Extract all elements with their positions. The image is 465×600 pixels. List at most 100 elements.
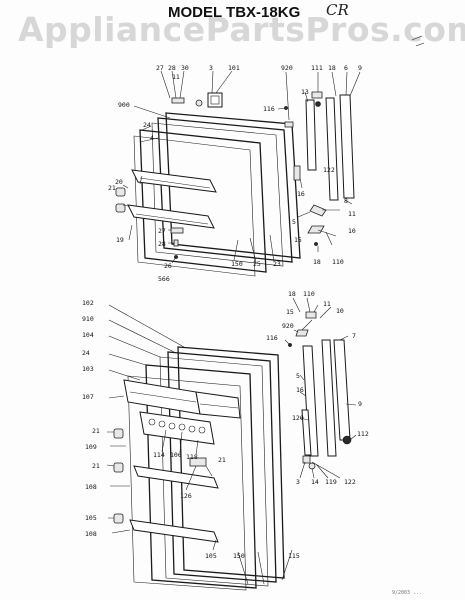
freezer-shelf-upper-detail xyxy=(139,175,211,189)
label-b3: 3 xyxy=(296,478,300,486)
ff-gasket-strip xyxy=(333,339,351,441)
label-9: 9 xyxy=(358,64,362,72)
bottom-leader-lines xyxy=(106,297,357,585)
footer-code: 9/2003 ... xyxy=(392,590,422,596)
label-b150: 150 xyxy=(233,552,245,560)
mullion-strip xyxy=(325,97,339,201)
watermark: AppliancePartsPros.com xyxy=(18,10,465,49)
label-26: 26 xyxy=(164,262,172,270)
label-b107: 107 xyxy=(82,393,94,401)
label-b21b: 21 xyxy=(218,456,226,464)
label-b106: 106 xyxy=(170,451,182,459)
model-title: MODEL TBX-18KG xyxy=(168,4,301,21)
ff-outer-door xyxy=(177,346,285,579)
label-25: 25 xyxy=(253,260,261,268)
label-b114: 114 xyxy=(153,451,165,459)
top-hinge-cap xyxy=(284,121,294,128)
freezer-outer-door xyxy=(165,112,301,259)
ff-door-gasket xyxy=(167,351,277,583)
dairy-door-detail xyxy=(129,391,239,409)
door-shelf-lower xyxy=(129,519,219,543)
support-21-lower xyxy=(113,462,124,473)
bottom-callout-labels: 18 110 15 11 10 102 910 920 7 104 116 24… xyxy=(82,290,369,560)
label-b9: 9 xyxy=(358,400,362,408)
label-150: 150 xyxy=(231,260,243,268)
door-handle-cover-inner xyxy=(210,95,220,105)
cabinet-roller-112 xyxy=(342,435,352,445)
door-shelf-upper xyxy=(133,465,219,489)
label-16: 16 xyxy=(297,190,305,198)
label-19: 19 xyxy=(116,236,124,244)
label-122: 122 xyxy=(323,166,335,174)
corner-mark xyxy=(411,35,425,47)
door-stop-bar xyxy=(305,99,317,171)
label-b10: 10 xyxy=(336,307,344,315)
freezer-shelf-lower-detail xyxy=(135,213,209,225)
label-110: 110 xyxy=(332,258,344,266)
freezer-door-assembly xyxy=(115,70,361,277)
shelf-bar-126 xyxy=(189,457,207,467)
freezer-door-gasket xyxy=(157,117,293,263)
label-b118: 118 xyxy=(186,453,198,461)
butter-compartment-door xyxy=(195,391,241,419)
label-21: 21 xyxy=(108,184,116,192)
label-10: 10 xyxy=(348,227,356,235)
hinge-screw xyxy=(315,101,321,107)
label-23: 23 xyxy=(273,260,281,268)
fresh-food-door-assembly xyxy=(106,297,357,591)
handwritten-note: CR xyxy=(326,1,349,19)
screw-18 xyxy=(314,242,318,246)
label-900: 900 xyxy=(118,101,130,109)
label-b18: 18 xyxy=(288,290,296,298)
label-b16: 16 xyxy=(296,386,304,394)
label-11b: 11 xyxy=(348,210,356,218)
hinge-pin-cap xyxy=(195,99,203,107)
top-callout-labels: 27 28 30 11 3 101 920 111 18 6 9 900 116… xyxy=(108,64,362,283)
label-28b: 28 xyxy=(158,240,166,248)
label-b105: 105 xyxy=(85,514,97,522)
egg-cup-6 xyxy=(198,426,206,434)
label-b116: 116 xyxy=(266,334,278,342)
egg-cup-3 xyxy=(168,422,176,430)
label-18: 18 xyxy=(328,64,336,72)
label-566: 566 xyxy=(158,275,170,283)
label-b120: 120 xyxy=(292,414,304,422)
shelf-support-lower xyxy=(115,203,126,213)
label-b21c: 21 xyxy=(92,462,100,470)
label-b112: 112 xyxy=(357,430,369,438)
label-b115: 115 xyxy=(288,552,300,560)
shelf-end-cap xyxy=(170,227,184,234)
top-hinge xyxy=(311,91,323,99)
label-8: 8 xyxy=(344,197,348,205)
support-21-upper xyxy=(113,428,124,439)
door-switch-actuator xyxy=(293,165,301,181)
label-5: 5 xyxy=(292,218,296,226)
label-920: 920 xyxy=(281,64,293,72)
label-18b: 18 xyxy=(313,258,321,266)
egg-cup-1 xyxy=(148,418,156,426)
support-105 xyxy=(113,513,124,524)
label-b109: 109 xyxy=(85,443,97,451)
label-b103: 103 xyxy=(82,365,94,373)
label-b11: 11 xyxy=(323,300,331,308)
label-b108b: 108 xyxy=(85,530,97,538)
ff-hinge-plate xyxy=(295,329,309,337)
label-13: 13 xyxy=(301,88,309,96)
ff-door-switch-strip xyxy=(301,409,312,456)
label-27: 27 xyxy=(156,64,164,72)
label-20: 20 xyxy=(115,178,123,186)
label-b7: 7 xyxy=(352,332,356,340)
label-15: 15 xyxy=(294,236,302,244)
lower-hinge-plate xyxy=(309,204,327,217)
egg-tray xyxy=(139,411,215,445)
label-b122: 122 xyxy=(344,478,356,486)
label-b5: 5 xyxy=(296,372,300,380)
ff-mullion-strip xyxy=(321,339,337,457)
label-b15: 15 xyxy=(286,308,294,316)
label-6: 6 xyxy=(344,64,348,72)
label-30: 30 xyxy=(181,64,189,72)
label-b104: 104 xyxy=(82,331,94,339)
label-b24: 24 xyxy=(82,349,90,357)
